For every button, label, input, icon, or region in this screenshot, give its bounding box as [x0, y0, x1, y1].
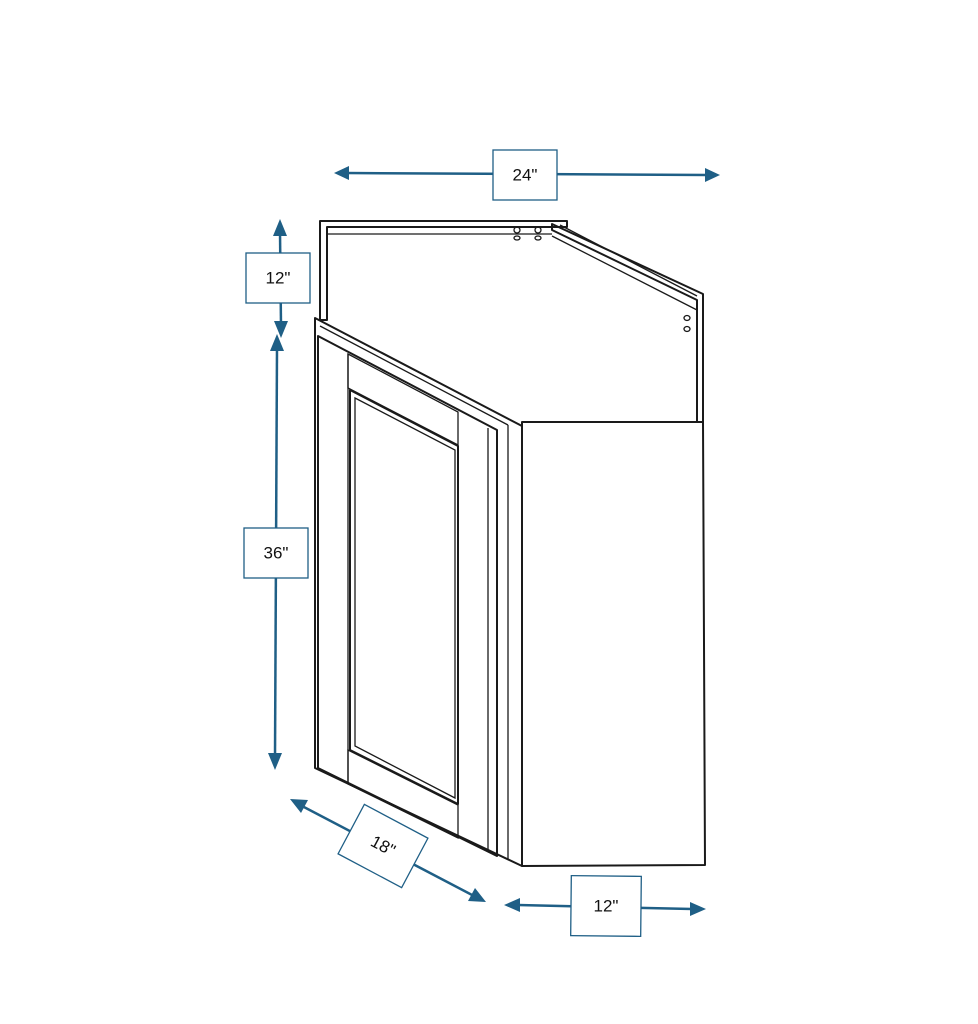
height-label: 36" — [264, 543, 289, 562]
side-depth-label: 12" — [594, 896, 619, 915]
side-panel — [521, 421, 706, 867]
top-height-label: 12" — [266, 268, 291, 287]
cabinet-door — [317, 335, 498, 857]
dimension-door-width: 18" — [290, 799, 486, 902]
dimension-side-depth: 12" — [504, 874, 706, 938]
top-diagonal-rail — [551, 223, 704, 423]
dimension-width: 24" — [334, 149, 720, 201]
dimension-height: 36" — [243, 334, 309, 770]
face-frame — [314, 317, 523, 867]
door-top-rail — [347, 352, 459, 447]
door-panel — [349, 389, 459, 805]
shelf-pin-holes — [513, 226, 691, 333]
dimension-top-height: 12" — [245, 219, 311, 338]
top-back-rail — [319, 220, 568, 321]
cabinet-drawing — [314, 220, 706, 867]
width-label: 24" — [513, 165, 538, 184]
